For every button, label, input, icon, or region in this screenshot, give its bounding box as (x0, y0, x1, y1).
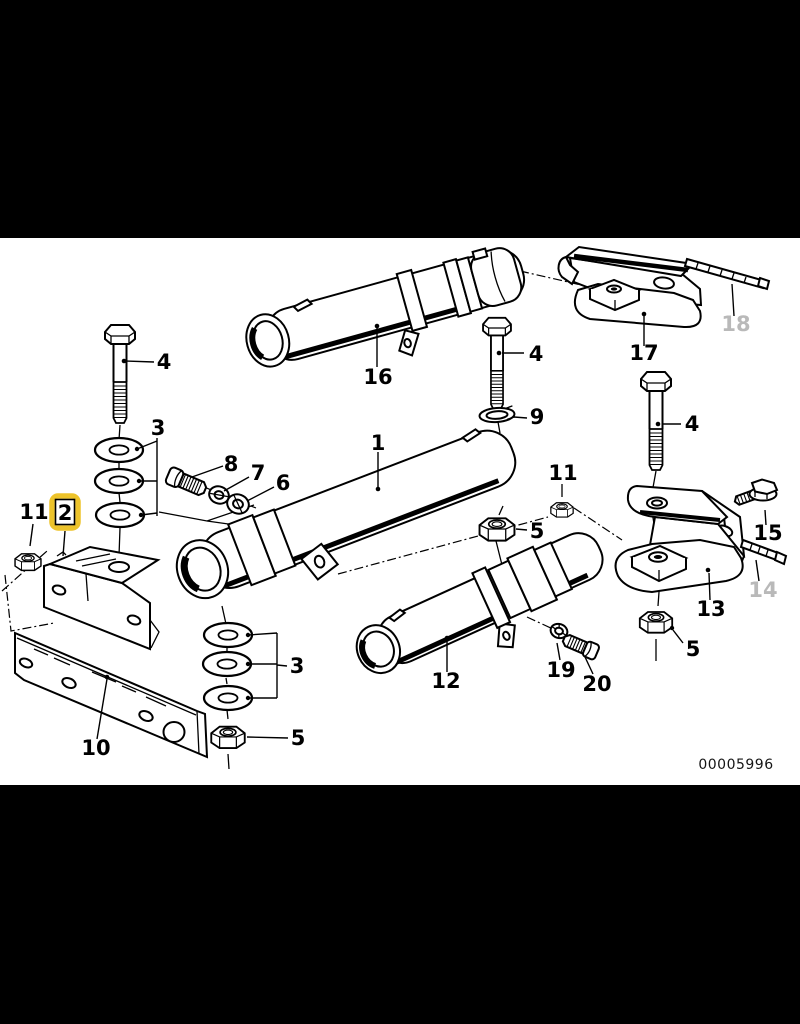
callout-2-highlighted: 2 (49, 493, 81, 531)
callout-8: 8 (224, 452, 239, 476)
callout-3-upper: 3 (151, 416, 166, 440)
part-14-rod (739, 538, 788, 566)
part-17-bracket (557, 245, 703, 329)
part-8-bolt (164, 466, 208, 497)
leader-lines (29, 283, 767, 740)
callout-10: 10 (81, 736, 110, 760)
part-9-lock-washer (478, 405, 516, 424)
callout-11-right: 11 (548, 461, 577, 485)
callout-2: 2 (58, 501, 73, 525)
exploded-parts-drawing: 1 2 3 3 4 4 4 5 5 5 6 7 8 9 10 11 11 12 … (1, 245, 788, 773)
part-4-bolt-right (640, 371, 672, 471)
callout-15: 15 (753, 521, 782, 545)
callout-5-right: 5 (686, 637, 701, 661)
part-3-washers-upper (93, 436, 158, 529)
callout-5-bottom: 5 (291, 726, 306, 750)
callout-17: 17 (629, 341, 658, 365)
part-16-tube (245, 247, 526, 368)
callout-14: 14 (748, 578, 777, 602)
callout-16: 16 (363, 365, 392, 389)
callout-4-middle: 4 (529, 342, 544, 366)
part-1-tube (175, 428, 517, 600)
callout-4-right: 4 (685, 412, 700, 436)
callout-1: 1 (371, 431, 386, 455)
callout-4-left: 4 (157, 350, 172, 374)
part-4-bolt-middle (482, 316, 512, 410)
part-18-rod (683, 257, 771, 291)
callout-19: 19 (546, 658, 575, 682)
part-12-tube (355, 532, 604, 675)
callout-12: 12 (431, 669, 460, 693)
callout-11-left: 11 (19, 500, 48, 524)
callout-18: 18 (721, 312, 750, 336)
callout-7: 7 (251, 461, 266, 485)
part-3-washers-lower (201, 621, 288, 712)
part-5-nut-right (638, 611, 674, 634)
letterbox-bottom (0, 785, 800, 1024)
part-5-nut-middle (478, 517, 516, 542)
callout-13: 13 (696, 597, 725, 621)
part-13-bracket (614, 484, 746, 594)
part-7-washer (208, 485, 230, 505)
callout-6: 6 (276, 471, 291, 495)
callout-labels: 1 2 3 3 4 4 4 5 5 5 6 7 8 9 10 11 11 12 … (19, 312, 782, 760)
part-20-bolt (561, 633, 601, 661)
part-11-nut-left (14, 553, 42, 572)
part-4-bolt-left (104, 324, 136, 424)
callout-9: 9 (530, 405, 545, 429)
part-6-washer (226, 493, 250, 515)
drawing-number: 00005996 (698, 757, 773, 773)
highlight-box-inner (54, 498, 76, 526)
callout-5-middle: 5 (530, 519, 545, 543)
part-15-bolt (733, 478, 779, 506)
part-2-bracket (43, 545, 161, 651)
part-10-plate (14, 631, 209, 759)
letterbox-top (0, 0, 800, 238)
part-19-washer (549, 622, 569, 640)
callout-3-lower: 3 (290, 654, 305, 678)
part-5-nut-bottom (210, 725, 246, 750)
diagram-canvas: 1 2 3 3 4 4 4 5 5 5 6 7 8 9 10 11 11 12 … (0, 238, 800, 785)
part-11-nut-right (550, 502, 574, 518)
callout-20: 20 (582, 672, 611, 696)
